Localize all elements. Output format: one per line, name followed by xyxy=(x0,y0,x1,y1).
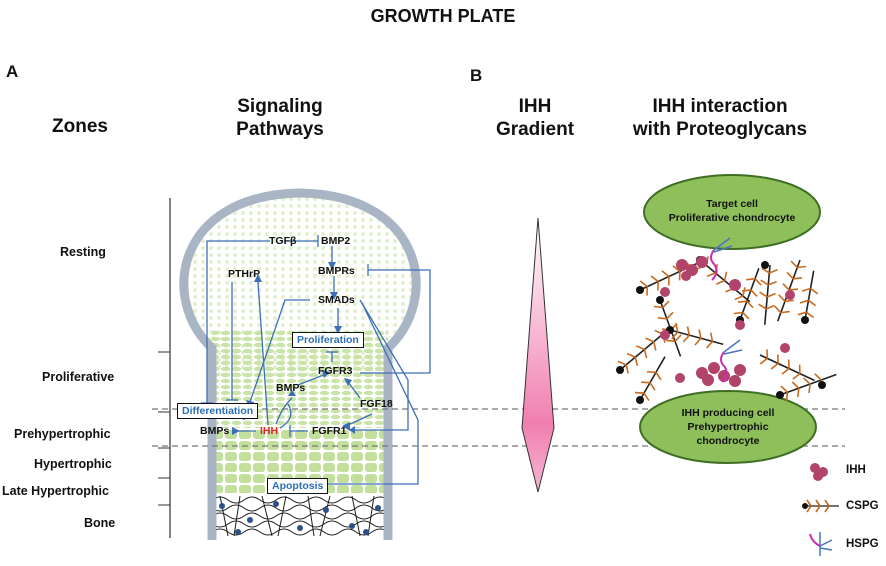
zone-bone: Bone xyxy=(84,516,116,530)
differentiation-box: Differentiation xyxy=(177,403,259,419)
target-cell-line2: Proliferative chondrocyte xyxy=(668,212,796,224)
interaction-header-line2: with Proteoglycans xyxy=(632,119,808,140)
hspg-cluster xyxy=(710,249,728,383)
label-fgfr1: FGFR1 xyxy=(312,425,347,437)
ihh-gradient-header: IHH Gradient xyxy=(480,95,590,141)
figure-title: GROWTH PLATE xyxy=(370,6,516,26)
legend-cspg-icon xyxy=(802,499,839,513)
zone-prehypertrophic: Prehypertrophic xyxy=(14,427,111,441)
label-bmp2: BMP2 xyxy=(321,235,351,247)
cspg-cluster xyxy=(617,256,837,402)
zone-proliferative: Proliferative xyxy=(42,370,115,384)
label-fgfr3: FGFR3 xyxy=(318,365,353,377)
panel-a-letter: A xyxy=(6,62,19,81)
label-fgf18: FGF18 xyxy=(360,398,393,410)
interaction-header-line1: IHH interaction xyxy=(652,96,788,117)
proliferation-box: Proliferation xyxy=(292,332,364,348)
target-cell-label: Target cell Proliferative chondrocyte xyxy=(644,197,820,225)
legend-ihh-label: IHH xyxy=(846,464,866,476)
ihh-interaction-header: IHH interaction with Proteoglycans xyxy=(600,95,840,141)
target-cell xyxy=(643,174,821,250)
label-smads: SMADs xyxy=(318,294,355,306)
signaling-header-line2: Pathways xyxy=(236,119,324,140)
legend-ihh-icon xyxy=(810,463,828,481)
label-bmps-mid: BMPs xyxy=(276,382,306,394)
label-bmps-left: BMPs xyxy=(200,425,230,437)
label-ihh: IHH xyxy=(260,425,279,437)
zone-hypertrophic: Hypertrophic xyxy=(34,457,112,471)
gradient-header-line1: IHH xyxy=(518,96,552,117)
producing-cell-line3: chondrocyte xyxy=(696,435,760,447)
producing-cell-line1: IHH producing cell xyxy=(681,407,775,419)
signaling-header: Signaling Pathways xyxy=(220,95,340,141)
label-pthrp: PTHrP xyxy=(228,268,261,280)
zone-resting: Resting xyxy=(60,245,106,259)
producing-cell xyxy=(639,390,817,464)
target-cell-line1: Target cell xyxy=(706,198,758,210)
apoptosis-box: Apoptosis xyxy=(267,478,329,494)
label-bmprs: BMPRs xyxy=(318,265,355,277)
zone-late-hypertrophic: Late Hypertrophic xyxy=(2,484,109,498)
ihh-clusters xyxy=(660,256,795,387)
producing-cell-line2: Prehypertrophic xyxy=(687,421,769,433)
ihh-gradient-shape xyxy=(521,217,555,493)
label-tgfb: TGFβ xyxy=(269,235,297,247)
panel-b-letter: B xyxy=(470,66,483,85)
legend-hspg-label: HSPG xyxy=(846,538,879,550)
legend-hspg-icon xyxy=(809,532,833,556)
legend-cspg-label: CSPG xyxy=(846,500,879,512)
producing-cell-label: IHH producing cell Prehypertrophic chond… xyxy=(640,406,816,448)
signaling-header-line1: Signaling xyxy=(237,96,323,117)
bone-trabeculae xyxy=(211,495,389,537)
gradient-header-line2: Gradient xyxy=(495,119,575,140)
zones-header: Zones xyxy=(52,116,108,137)
